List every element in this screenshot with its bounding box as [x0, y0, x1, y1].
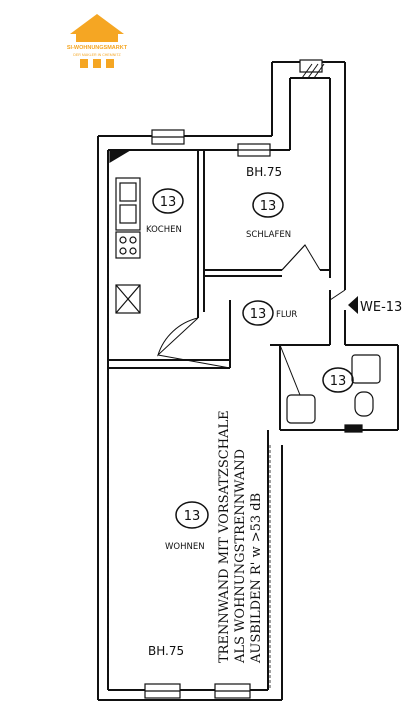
window-heights: BH.75 BH.75	[148, 165, 282, 658]
logo-pillar-right	[106, 59, 114, 68]
bathroom-fixtures	[286, 354, 381, 433]
wall-note: TRENNWAND MIT VORSATZSCHALE ALS WOHNUNGS…	[217, 410, 264, 664]
chimney-corner	[109, 149, 133, 164]
room-labels: KOCHEN SCHLAFEN FLUR WOHNEN	[146, 225, 297, 552]
sink-unit	[115, 177, 141, 231]
wall-note-line2: ALS WOHNUNGSTRENNWAND	[233, 449, 248, 664]
interior-walls	[108, 150, 330, 369]
unit-numbers: 13 13 13 13 13	[160, 195, 347, 524]
unit-marker-bedroom	[252, 192, 284, 218]
unit-marker-kitchen	[152, 188, 184, 214]
hall-label: FLUR	[276, 310, 297, 320]
logo-line1: SI-WOHNUNGSMARKT	[67, 45, 128, 51]
logo-line2: DER MAKLER IN CHEMNITZ	[73, 53, 121, 57]
shower	[351, 354, 381, 384]
logo-pillar-left	[80, 59, 88, 68]
kitchen-unit-number: 13	[160, 195, 177, 210]
bedroom-window-height: BH.75	[246, 165, 282, 179]
kitchen-label: KOCHEN	[146, 225, 182, 235]
living-unit-number: 13	[184, 509, 201, 524]
entrance-label: WE-13	[360, 300, 402, 315]
stove	[115, 231, 141, 259]
unit-marker-living	[175, 501, 209, 529]
door-swings	[156, 244, 346, 396]
bedroom-unit-number: 13	[260, 199, 277, 214]
hall-unit-number: 13	[250, 307, 267, 322]
living-window-height: BH.75	[148, 644, 184, 658]
wall-note-line1: TRENNWAND MIT VORSATZSCHALE	[217, 410, 232, 663]
living-label: WOHNEN	[165, 542, 205, 552]
logo: SI-WOHNUNGSMARKT DER MAKLER IN CHEMNITZ	[67, 14, 128, 68]
entrance-arrow-icon	[348, 296, 358, 314]
unit-marker-bathroom	[322, 367, 354, 393]
washbasin	[286, 394, 316, 424]
unit-marker-hall	[242, 300, 274, 326]
shaft-hatching	[301, 63, 325, 79]
logo-pillar-mid	[93, 59, 101, 68]
kitchen-fixtures	[109, 149, 141, 314]
toilet	[354, 391, 374, 417]
bathroom-unit-number: 13	[330, 374, 347, 389]
logo-house-band	[76, 34, 118, 42]
logo-roof-icon	[70, 14, 124, 34]
unit-markers	[152, 188, 354, 529]
fridge	[115, 284, 141, 314]
wall-note-line3: AUSBILDEN R' w >53 dB	[249, 493, 264, 664]
bedroom-label: SCHLAFEN	[246, 230, 291, 240]
entrance-marker: WE-13	[348, 296, 402, 315]
windows	[144, 59, 323, 699]
